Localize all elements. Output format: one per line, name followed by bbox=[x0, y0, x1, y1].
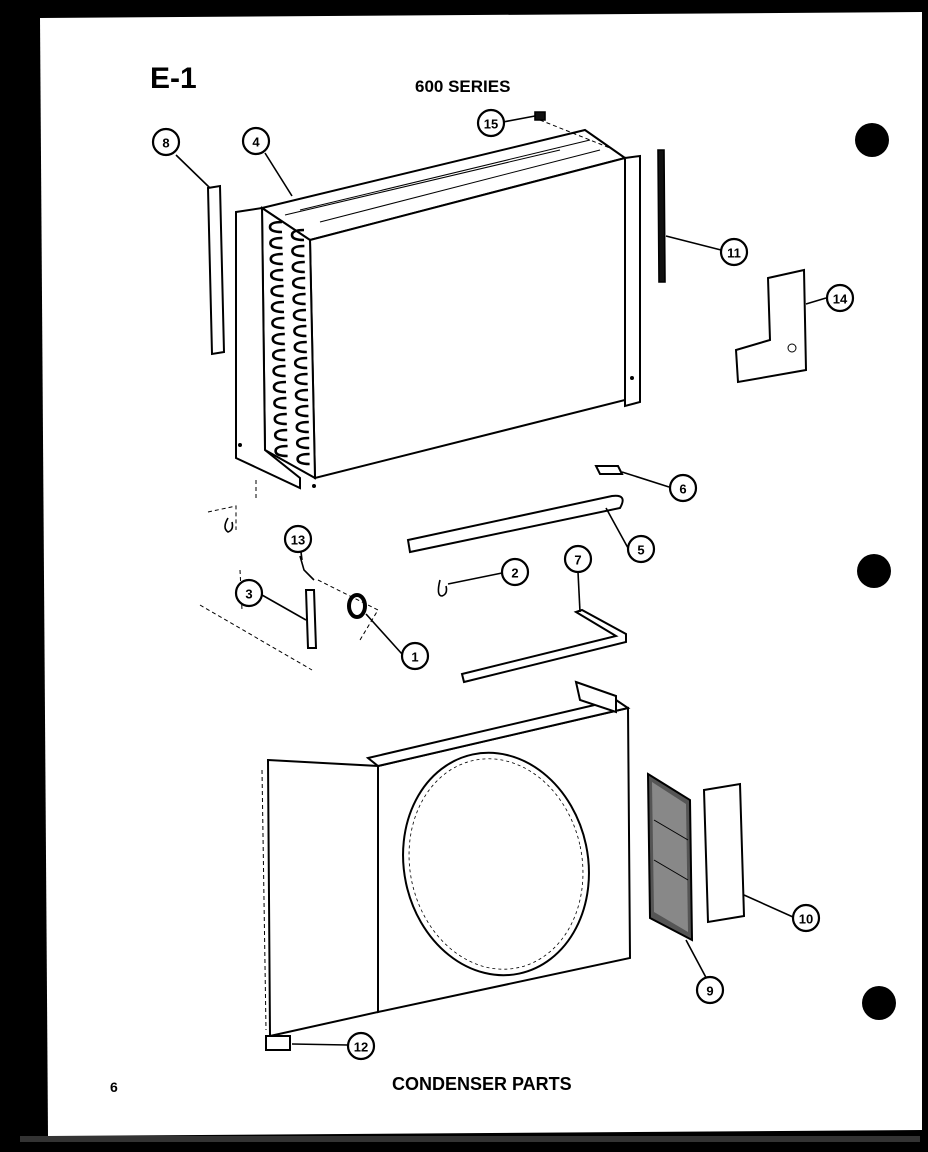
hairpin-bend bbox=[291, 260, 305, 274]
hairpin-bend bbox=[295, 404, 309, 418]
callout-15: 15 bbox=[476, 108, 506, 138]
hairpin-bend bbox=[294, 388, 309, 402]
page-code: E-1 bbox=[150, 62, 197, 95]
svg-text:14: 14 bbox=[833, 292, 848, 307]
small-clip bbox=[224, 517, 234, 533]
hairpin-bend bbox=[294, 372, 308, 386]
hairpin-bend bbox=[272, 380, 287, 394]
hairpin-bend bbox=[295, 436, 310, 450]
hairpin-bend bbox=[295, 420, 309, 434]
hairpin-bend bbox=[271, 348, 286, 362]
hairpin-bend bbox=[296, 452, 310, 466]
svg-text:1: 1 bbox=[411, 650, 418, 665]
hairpin-bend bbox=[271, 316, 285, 330]
part-7-angle-bar bbox=[460, 608, 627, 684]
hairpin-bend bbox=[292, 308, 307, 322]
callout-12: 12 bbox=[346, 1031, 376, 1061]
page-number: 6 bbox=[110, 1079, 118, 1095]
coil-hairpin-bends bbox=[268, 220, 310, 466]
scan-edge-noise bbox=[20, 1136, 920, 1142]
part-9-filter bbox=[646, 772, 694, 942]
hairpin-bend bbox=[293, 356, 308, 370]
callout-9: 9 bbox=[695, 975, 725, 1005]
part-6-clip bbox=[594, 465, 624, 475]
hairpin-bend bbox=[290, 228, 305, 242]
hairpin-bend bbox=[293, 340, 307, 354]
part-15-screw bbox=[534, 111, 546, 121]
callout-7: 7 bbox=[563, 544, 593, 574]
callout-1: 1 bbox=[400, 641, 430, 671]
svg-text:12: 12 bbox=[354, 1040, 368, 1055]
svg-text:8: 8 bbox=[162, 136, 169, 151]
hairpin-bend bbox=[273, 428, 288, 442]
part-8-side-strip bbox=[206, 184, 226, 356]
hairpin-bend bbox=[274, 444, 288, 458]
svg-text:4: 4 bbox=[252, 135, 260, 150]
callout-10: 10 bbox=[791, 903, 821, 933]
hairpin-bend bbox=[291, 276, 306, 290]
condenser-coil bbox=[235, 128, 641, 490]
hairpin-bend bbox=[268, 220, 283, 234]
binder-hole-bottom bbox=[862, 986, 896, 1020]
hairpin-bend bbox=[292, 292, 306, 306]
leader-lines bbox=[175, 115, 827, 1046]
fan-shroud bbox=[261, 680, 632, 1038]
callout-2: 2 bbox=[500, 557, 530, 587]
part-13-spring bbox=[299, 555, 315, 581]
hairpin-bend bbox=[293, 324, 307, 338]
hairpin-bend bbox=[270, 300, 285, 314]
binder-hole-middle bbox=[857, 554, 891, 588]
svg-text:9: 9 bbox=[706, 984, 713, 999]
part-14-bracket bbox=[734, 268, 808, 384]
svg-text:13: 13 bbox=[291, 533, 305, 548]
hairpin-bend bbox=[270, 284, 284, 298]
hairpin-bend bbox=[271, 332, 285, 346]
hairpin-bend bbox=[273, 396, 287, 410]
callout-8: 8 bbox=[151, 127, 181, 157]
hairpin-bend bbox=[269, 236, 283, 250]
callout-3: 3 bbox=[234, 578, 264, 608]
series-title: 600 SERIES bbox=[415, 77, 510, 96]
part-11-seal-strip bbox=[657, 149, 666, 283]
svg-text:15: 15 bbox=[484, 117, 498, 132]
hairpin-bend bbox=[291, 244, 305, 258]
svg-text:10: 10 bbox=[799, 912, 813, 927]
binder-hole-top bbox=[855, 123, 889, 157]
part-5-tube bbox=[406, 494, 624, 554]
callout-14: 14 bbox=[825, 283, 855, 313]
callout-13: 13 bbox=[283, 524, 313, 554]
section-title: CONDENSER PARTS bbox=[392, 1074, 572, 1094]
callout-4: 4 bbox=[241, 126, 271, 156]
hairpin-bend bbox=[272, 364, 286, 378]
part-2-hook bbox=[437, 579, 448, 597]
svg-text:11: 11 bbox=[727, 246, 741, 261]
hairpin-bend bbox=[269, 268, 284, 282]
part-3-rod bbox=[304, 589, 318, 649]
svg-text:5: 5 bbox=[637, 543, 644, 558]
hairpin-bend bbox=[273, 412, 287, 426]
part-10-panel bbox=[702, 782, 746, 924]
callout-11: 11 bbox=[719, 237, 749, 267]
callout-5: 5 bbox=[626, 534, 656, 564]
part-12-block bbox=[265, 1035, 291, 1051]
svg-text:2: 2 bbox=[511, 566, 518, 581]
part-1-grommet bbox=[347, 593, 367, 619]
svg-text:6: 6 bbox=[679, 482, 686, 497]
callout-6: 6 bbox=[668, 473, 698, 503]
hairpin-bend bbox=[269, 252, 283, 266]
svg-text:7: 7 bbox=[574, 553, 581, 568]
svg-text:3: 3 bbox=[245, 587, 252, 602]
